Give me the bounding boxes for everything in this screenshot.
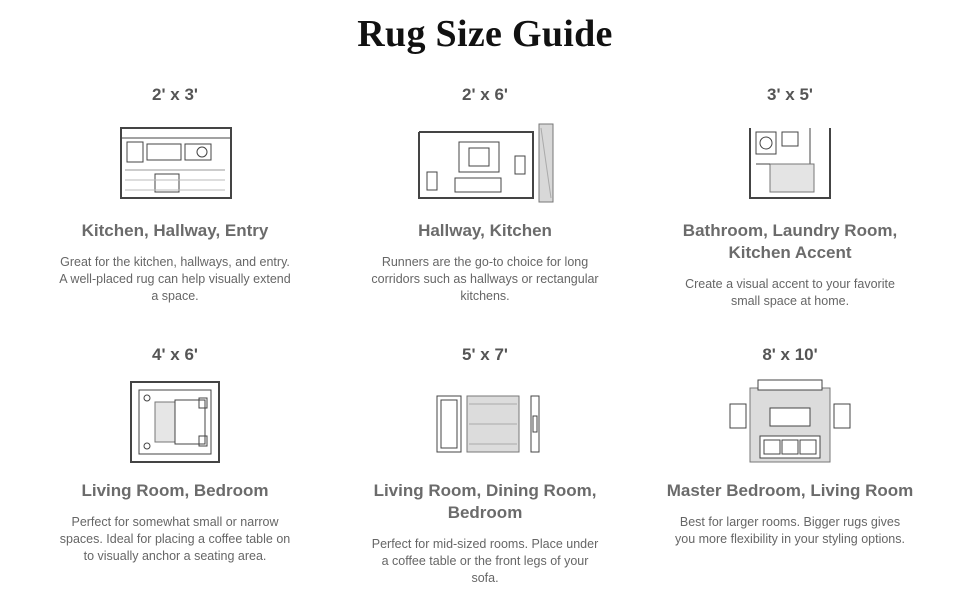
rug-room-heading: Bathroom, Laundry Room, Kitchen Accent bbox=[682, 221, 898, 262]
rug-size-card-4x6: 4' x 6' Living Room, Bedroom Perfect for… bbox=[45, 344, 305, 565]
living-room-floor-plan-icon bbox=[415, 374, 555, 470]
rug-description: Create a visual accent to your favorite … bbox=[685, 277, 895, 308]
hallway-floor-plan-icon bbox=[415, 114, 555, 210]
rug-size-card-2x3: 2' x 3' Kitchen, Hallway, Entry Great fo… bbox=[45, 84, 305, 305]
rug-size-label: 2' x 6' bbox=[462, 85, 508, 104]
rug-description: Great for the kitchen, hallways, and ent… bbox=[59, 255, 291, 303]
rug-room-heading: Master Bedroom, Living Room bbox=[666, 481, 914, 500]
rug-room-heading: Kitchen, Hallway, Entry bbox=[81, 221, 269, 240]
rug-size-label: 4' x 6' bbox=[152, 345, 198, 364]
rug-size-label: 8' x 10' bbox=[762, 345, 818, 364]
rug-description: Best for larger rooms. Bigger rugs gives… bbox=[675, 515, 905, 546]
rug-size-card-5x7: 5' x 7' Living Room, Dining Room, Bedroo… bbox=[355, 344, 615, 587]
rug-room-heading: Hallway, Kitchen bbox=[418, 221, 552, 240]
page-title: Rug Size Guide bbox=[357, 13, 613, 55]
bathroom-floor-plan-icon bbox=[720, 114, 860, 210]
rug-size-card-2x6: 2' x 6' Hallway, Kitchen Runners are the… bbox=[355, 84, 615, 305]
rug-room-heading: Living Room, Bedroom bbox=[81, 481, 269, 500]
rug-size-label: 5' x 7' bbox=[462, 345, 508, 364]
rug-size-label: 3' x 5' bbox=[767, 85, 813, 104]
kitchen-floor-plan-icon bbox=[105, 114, 245, 210]
rug-description: Perfect for mid-sized rooms. Place under… bbox=[371, 537, 599, 585]
dining-floor-plan-icon bbox=[720, 374, 860, 470]
rug-room-heading: Living Room, Dining Room, Bedroom bbox=[373, 481, 597, 522]
bedroom-floor-plan-icon bbox=[105, 374, 245, 470]
rug-description: Runners are the go-to choice for long co… bbox=[371, 255, 599, 303]
rug-size-label: 2' x 3' bbox=[152, 85, 198, 104]
rug-size-card-3x5: 3' x 5' Bathroom, Laundry Room, Kitchen … bbox=[660, 84, 920, 310]
rug-size-card-8x10: 8' x 10' Master Bedroom, Living Room Bes… bbox=[660, 344, 920, 548]
rug-description: Perfect for somewhat small or narrow spa… bbox=[59, 515, 291, 563]
